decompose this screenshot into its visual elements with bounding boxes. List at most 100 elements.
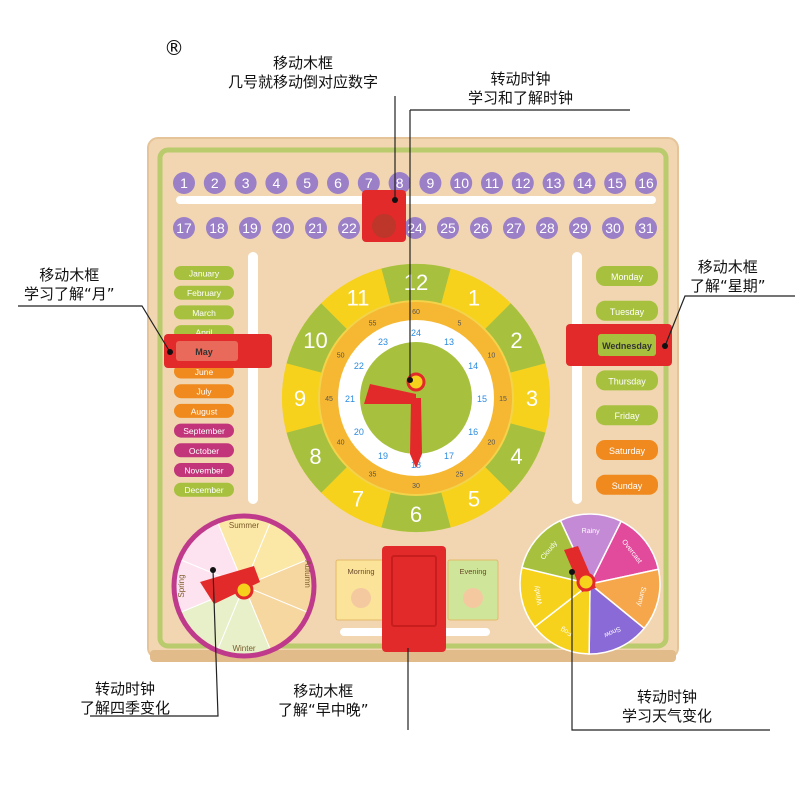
date-circle: 19 xyxy=(239,217,261,239)
month-label: October xyxy=(189,446,219,456)
date-circle: 17 xyxy=(173,217,195,239)
weekday-slider-frame[interactable] xyxy=(566,324,672,366)
clock-hour-numeral: 3 xyxy=(526,386,538,411)
month-slider-frame[interactable] xyxy=(164,334,272,368)
clock-face[interactable]: 1212345678910116051015202530354045505524… xyxy=(282,264,551,533)
callout-line: 转动时钟 xyxy=(490,70,551,88)
season-label: Winter xyxy=(232,644,255,653)
date-circle: 26 xyxy=(470,217,492,239)
date-number: 5 xyxy=(303,175,311,191)
callout-line: 移动木框 xyxy=(293,682,354,700)
date-number: 12 xyxy=(515,175,531,191)
date-number: 24 xyxy=(407,220,423,236)
date-circle: 22 xyxy=(338,217,360,239)
date-circle: 29 xyxy=(569,217,591,239)
date-number: 27 xyxy=(506,220,522,236)
weather-label: Fog xyxy=(560,625,574,637)
clock-hour-numeral: 1 xyxy=(468,286,480,311)
callout-lines xyxy=(18,96,795,731)
weather-segment xyxy=(533,582,591,655)
date-circle: 2 xyxy=(203,172,226,194)
clock-minute-numeral: 30 xyxy=(412,483,420,490)
date-number: 30 xyxy=(605,220,621,236)
date-slider-frame[interactable] xyxy=(362,190,406,242)
weekday-item: Tuesday xyxy=(596,300,658,321)
clock-minute-numeral: 55 xyxy=(369,321,377,328)
callout-line: 了解“早中晚” xyxy=(278,701,369,719)
weekday-label: Sunday xyxy=(612,481,643,491)
clock-hour-segment xyxy=(286,303,347,373)
time-of-day-slider-frame[interactable] xyxy=(382,546,446,652)
clock-24h-numeral: 15 xyxy=(477,394,487,404)
clock-24h-numeral: 22 xyxy=(354,361,364,371)
date-number: 9 xyxy=(427,175,435,191)
date-number: 4 xyxy=(273,175,281,191)
clock-minute-numeral: 45 xyxy=(325,396,333,403)
clock-minute-numeral: 25 xyxy=(456,471,464,478)
time-of-day-label: Morning xyxy=(347,567,374,576)
clock-hour-segment xyxy=(485,423,546,493)
clock-minute-numeral: 40 xyxy=(337,440,345,447)
date-circle: 24 xyxy=(404,217,426,239)
month-item: January xyxy=(174,266,234,280)
date-circle: 5 xyxy=(296,172,319,194)
date-circle: 18 xyxy=(206,217,228,239)
date-circle: 21 xyxy=(305,217,327,239)
clock-minute-numeral: 10 xyxy=(487,353,495,360)
weekday-label: Monday xyxy=(611,272,644,282)
clock-24h-numeral: 23 xyxy=(378,337,388,347)
clock-24h-numeral: 20 xyxy=(354,427,364,437)
date-number: 3 xyxy=(242,175,250,191)
clock-hour-numeral: 2 xyxy=(510,328,522,353)
date-number: 29 xyxy=(572,220,588,236)
month-label: March xyxy=(192,308,216,318)
callout-line: 学习了解“月” xyxy=(24,285,115,303)
clock-24h-numeral: 17 xyxy=(444,451,454,461)
weather-segment xyxy=(588,568,661,630)
clock-minute-numeral: 20 xyxy=(487,440,495,447)
weekday-label: Saturday xyxy=(609,446,646,456)
month-label: November xyxy=(184,466,223,476)
weather-label: Rainy xyxy=(582,528,600,535)
clock-hour-numeral: 6 xyxy=(410,502,422,527)
date-circle: 28 xyxy=(536,217,558,239)
date-circle: 6 xyxy=(327,172,349,194)
date-circle: 11 xyxy=(481,172,503,194)
month-label: December xyxy=(184,485,223,495)
date-circle: 31 xyxy=(635,217,657,239)
date-circle: 20 xyxy=(272,217,294,239)
weather-label: Sunny xyxy=(635,586,647,607)
date-number: 19 xyxy=(242,220,258,236)
dates-row-2: 171819202122232425262728293031 xyxy=(173,217,657,239)
callout-line: 了解“星期” xyxy=(690,277,766,295)
month-label: January xyxy=(189,269,220,279)
month-label: June xyxy=(195,367,214,377)
clock-minute-hand[interactable] xyxy=(410,398,422,468)
weather-knob[interactable] xyxy=(576,572,596,592)
clock-minute-numeral: 60 xyxy=(412,309,420,316)
month-item: March xyxy=(174,305,234,320)
callout-line: 移动木框 xyxy=(39,266,100,284)
clock-hour-segment xyxy=(321,268,391,329)
month-item: December xyxy=(174,482,234,497)
month-label: September xyxy=(183,426,225,436)
clock-hour-hand[interactable] xyxy=(364,384,416,404)
weekday-label: Friday xyxy=(614,411,640,421)
date-circle: 14 xyxy=(573,172,596,194)
clock-24h-numeral: 24 xyxy=(411,328,421,338)
season-pointer[interactable] xyxy=(200,566,260,604)
clock-24h-numeral: 21 xyxy=(345,394,355,404)
callout-season-wheel: 转动时钟 了解四季变化 xyxy=(80,680,170,718)
season-wheel-rim xyxy=(171,513,317,659)
clock-24h-numeral: 19 xyxy=(378,451,388,461)
season-knob[interactable] xyxy=(234,580,254,600)
date-circle: 30 xyxy=(602,217,624,239)
date-number: 26 xyxy=(473,220,489,236)
season-label: Summer xyxy=(229,521,260,530)
month-list: JanuaryFebruaryMarchAprilMayJuneJulyAugu… xyxy=(174,266,234,497)
month-label: February xyxy=(187,288,222,298)
clock-hour-segment xyxy=(321,467,391,528)
